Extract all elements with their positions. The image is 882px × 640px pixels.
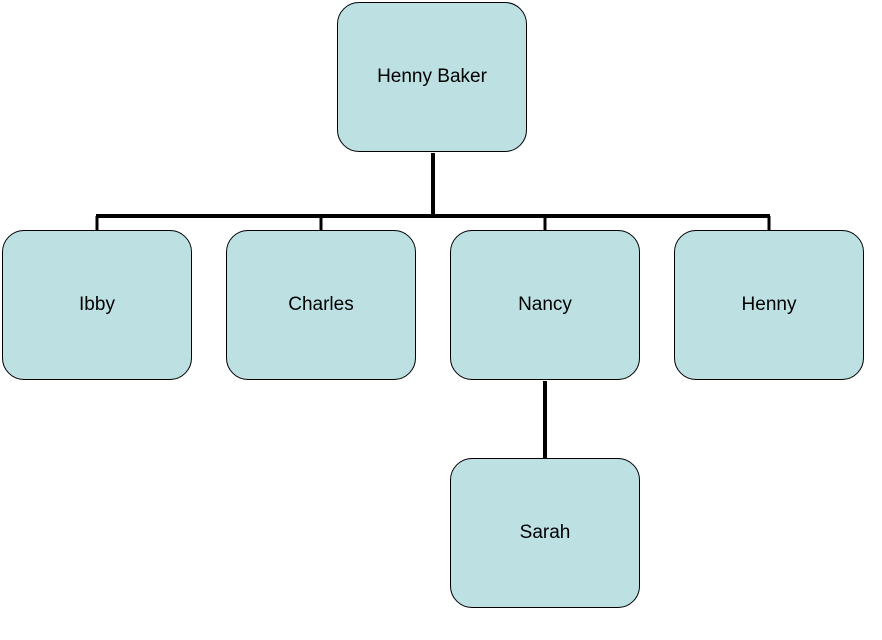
node-label: Ibby xyxy=(79,294,115,315)
node-henny-baker[interactable]: Henny Baker xyxy=(337,2,527,152)
node-nancy[interactable]: Nancy xyxy=(450,230,640,380)
node-henny[interactable]: Henny xyxy=(674,230,864,380)
node-ibby[interactable]: Ibby xyxy=(2,230,192,380)
node-label: Henny xyxy=(741,294,797,315)
node-charles[interactable]: Charles xyxy=(226,230,416,380)
node-label: Charles xyxy=(288,294,354,315)
node-sarah[interactable]: Sarah xyxy=(450,458,640,608)
node-label: Sarah xyxy=(519,522,571,543)
node-label: Henny Baker xyxy=(377,66,487,87)
node-label: Nancy xyxy=(518,294,572,315)
